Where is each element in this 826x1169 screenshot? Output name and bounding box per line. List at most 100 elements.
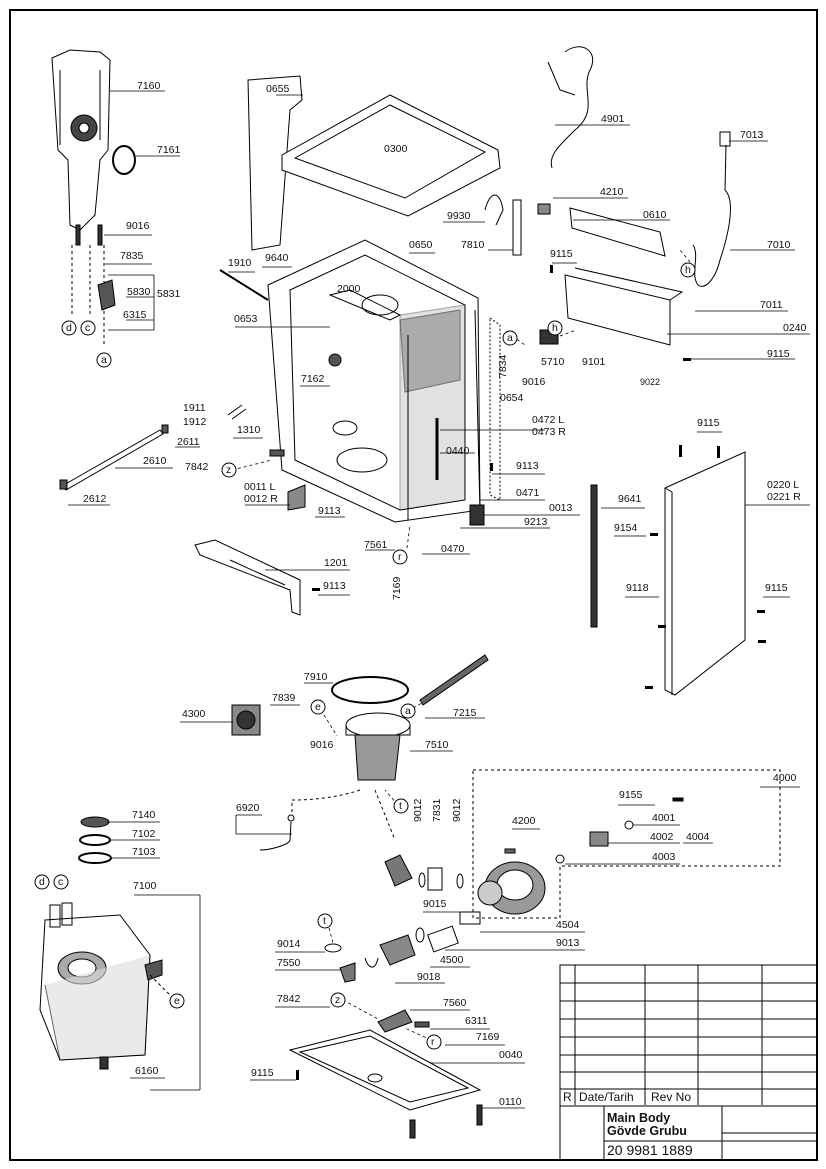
group-4000-outline [472,769,781,919]
part-1310-drawing [227,404,247,420]
part-label: 0221 R [767,491,801,503]
part-label: 2611 [177,436,200,448]
part-label: 7831 [431,798,443,822]
marker-letter: e [174,995,180,1007]
page-border [9,9,818,1161]
part-label: 7013 [740,129,764,141]
part-label: 5831 [157,288,181,300]
cover-1201-drawing [194,539,301,616]
pump-4000-drawing [477,861,546,915]
leader-lines [68,90,810,1109]
marker-letter: d [66,322,72,334]
part-label: 2610 [143,455,167,467]
part-label: 0440 [446,445,470,457]
part-label: 7835 [120,250,144,262]
marker-letter: t [399,800,402,812]
title-turkish: Gövde Grubu [607,1124,687,1138]
revision-r-label: R [563,1090,572,1104]
marker-circles [34,262,696,1050]
part-label: 7550 [277,957,301,969]
part-label: 4003 [652,851,676,863]
part-label: 7842 [277,993,301,1005]
part-label: 5710 [541,356,565,368]
gasket-7910-drawing [331,676,409,704]
part-label: 0040 [499,1049,523,1061]
part-label: 9213 [524,516,548,528]
date-label: Date/Tarih [579,1090,634,1104]
part-label: 0220 L [767,479,800,491]
marker-letter: r [431,1036,435,1048]
part-label: 9016 [310,739,334,751]
part-label: 7215 [453,707,477,719]
part-label: 4901 [601,113,625,125]
part-label: 0473 R [532,426,566,438]
part-label: 0012 R [244,493,278,505]
part-label: 1910 [228,257,252,269]
part-label: 9015 [423,898,447,910]
part-label: 7100 [133,880,157,892]
part-label: 4504 [556,919,580,931]
base-0040-drawing [288,1029,482,1111]
part-label: 1310 [237,424,261,436]
part-label: 5830 [127,286,151,298]
bracket-0011-drawing [287,484,306,511]
part-label: 9018 [417,971,441,983]
part-label: 0472 L [532,414,565,426]
part-label: 9154 [614,522,638,534]
marker-letter: z [226,464,232,476]
part-label: 9101 [582,356,606,368]
part-label: 7169 [391,576,403,600]
cable-4901-drawing [550,46,593,169]
part-label: 9113 [323,580,346,592]
title-english: Main Body [607,1111,671,1125]
part-label: 0011 L [244,481,276,493]
strip-0610-drawing [569,207,666,257]
part-label: 6160 [135,1065,159,1077]
part-label: 2612 [83,493,107,505]
part-label: 6920 [236,802,260,814]
part-label: 7102 [132,828,156,840]
title-block-grid [559,964,818,1161]
part-label: 4001 [652,812,676,824]
marker-letter: a [405,705,411,717]
part-label: 9115 [697,417,720,429]
part-label: 1912 [183,416,207,428]
part-label: 4002 [650,831,674,843]
part-label: 9022 [640,377,661,387]
heater-housing-drawing [51,49,116,345]
part-label: 7561 [364,539,388,551]
hose-7010-drawing [692,144,731,287]
part-label: 7810 [461,239,485,251]
part-label: 9930 [447,210,471,222]
marker-letter: h [685,264,691,276]
rev-no-label: Rev No [651,1090,692,1104]
part-label: 9115 [251,1067,274,1079]
part-label: 9115 [767,348,790,360]
marker-letter: a [507,332,513,344]
filter-4300-drawing [231,704,261,736]
part-label: 9641 [618,493,642,505]
clip-9930-drawing [484,194,504,226]
o-ring-7161-drawing [112,145,136,175]
part-label: 7910 [304,671,328,683]
marker-letter: t [323,915,326,927]
part-label: 9016 [126,220,150,232]
part-label: 0013 [549,502,573,514]
marker-letter: c [85,322,91,334]
part-label: 9115 [550,248,573,260]
part-label: 9118 [626,582,649,594]
marker-letter: c [58,876,64,888]
part-label: 4300 [182,708,206,720]
part-label: 0300 [384,143,408,155]
part-label: 2000 [337,283,361,295]
part-label: 7834 [497,354,509,378]
marker-letter: a [101,354,107,366]
tank-7100-drawing [39,902,176,1070]
part-label: 7161 [157,144,181,156]
strip-9641-drawing [590,484,598,628]
bracket-0240-drawing [539,267,684,346]
marker-letter: d [39,876,45,888]
part-label: 4200 [512,815,536,827]
part-label: 6311 [465,1015,488,1027]
